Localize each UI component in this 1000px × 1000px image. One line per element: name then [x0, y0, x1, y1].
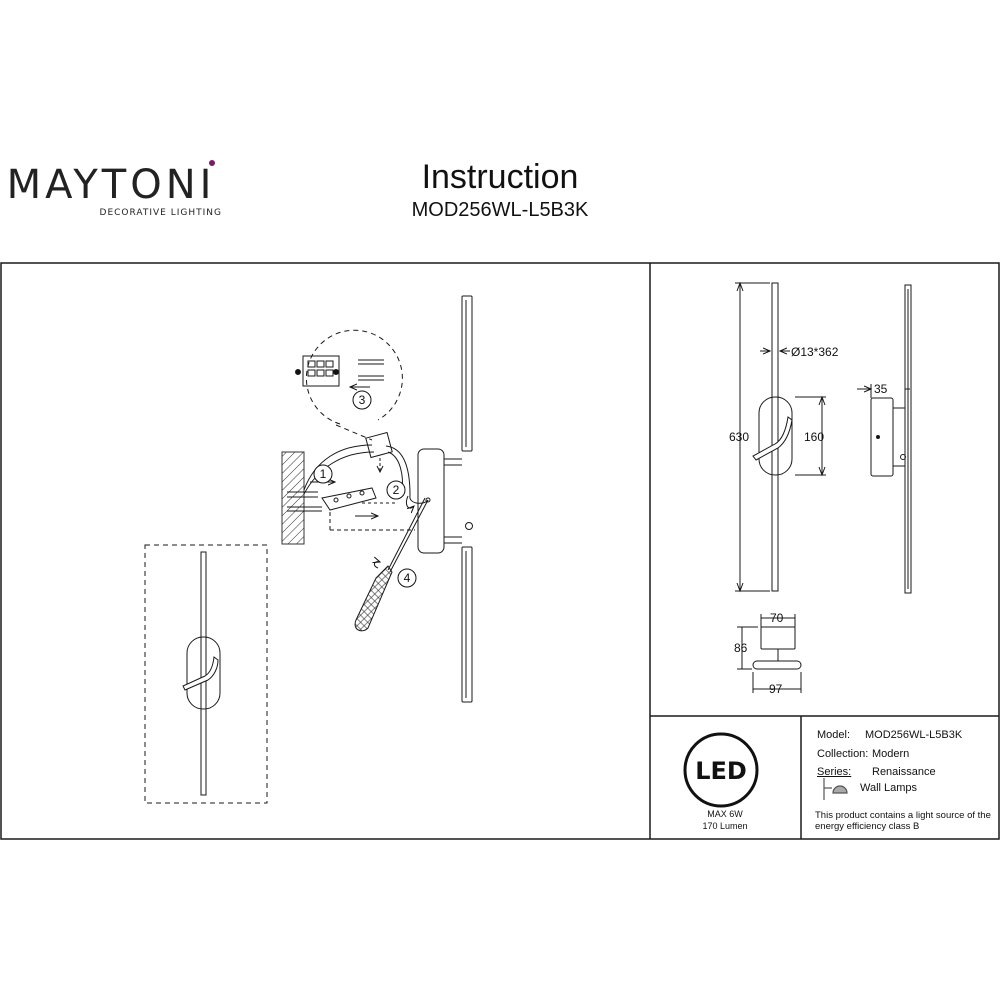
brand-name: MAYTONI [6, 162, 216, 208]
led-badge-circle [683, 732, 759, 808]
model-value: MOD256WL-L5B3K [865, 729, 963, 741]
model-label: Model: [817, 729, 851, 741]
dim-depth: 35 [874, 382, 888, 396]
collection-label: Collection: [817, 748, 869, 760]
step-4-label: 4 [404, 571, 411, 585]
terminal-detail-zoom [295, 329, 403, 441]
wall-hatch [281, 451, 305, 545]
step-3-label: 3 [359, 393, 366, 407]
dimension-side-view [857, 284, 912, 594]
dimension-front-view [735, 281, 826, 593]
dim-plate-height: 160 [804, 430, 824, 444]
series-value: Renaissance [872, 766, 936, 778]
installation-diagram [281, 295, 473, 703]
dim-height: 630 [729, 430, 749, 444]
document-title: Instruction [421, 158, 579, 196]
max-power: MAX 6W [707, 809, 743, 819]
step-2-marker [386, 480, 406, 500]
dim-total-width: 97 [769, 682, 783, 696]
brand-logo: MAYTONI [0, 160, 222, 210]
dim-base-height: 86 [734, 641, 748, 655]
step-markers [313, 390, 417, 588]
front-view-preview [144, 544, 268, 804]
dim-base-width: 70 [770, 611, 784, 625]
brand-tagline: DECORATIVE LIGHTING [99, 208, 222, 218]
model-code: MOD256WL-L5B3K [411, 199, 589, 221]
led-badge-label: LED [695, 757, 747, 785]
brand-accent-dot [209, 160, 215, 166]
power-info: MAX 6W 170 Lumen [650, 808, 800, 832]
energy-note: This product contains a light source of … [815, 810, 991, 832]
dim-diameter: Ø13*362 [791, 345, 839, 359]
step-1-label: 1 [320, 467, 327, 481]
step-4-marker [397, 568, 417, 588]
step-2-label: 2 [393, 483, 400, 497]
series-label: Series: [817, 766, 852, 778]
main-frame [0, 262, 1000, 840]
lumen-output: 170 Lumen [702, 821, 748, 831]
collection-value: Modern [872, 748, 910, 760]
dimension-top-view [737, 614, 802, 693]
lamp-type: Wall Lamps [860, 782, 918, 794]
step-1-marker [313, 464, 333, 484]
wall-lamp-icon [823, 778, 848, 800]
step-3-marker [352, 390, 372, 410]
